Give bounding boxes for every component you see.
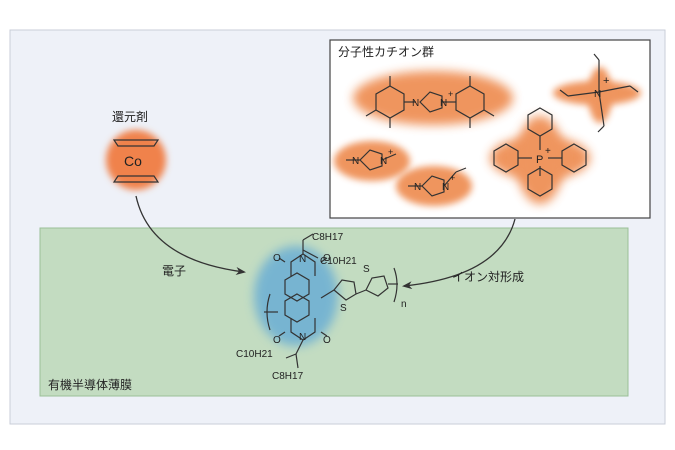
svg-text:C10H21: C10H21 [236,349,273,360]
electron-arrow [135,195,246,275]
reductant-cobaltocene: 還元剤 Co [106,109,166,190]
polymer-structure [264,233,398,369]
imidazolium-mesityl-glow [353,71,513,125]
thiophene-1 [333,279,357,301]
ndi-glow [254,246,338,346]
cobalt-atom: Co [124,153,142,169]
svg-text:n: n [401,299,407,310]
svg-text:C10H21: C10H21 [320,256,357,267]
svg-text:N: N [380,156,387,167]
phenyl-right [561,143,587,173]
thiophene-2 [365,275,389,297]
cation-atom-labels: N N + N + N N + N N + P + [352,75,609,193]
svg-text:+: + [388,147,393,157]
svg-text:O: O [323,253,331,264]
cation-group-title: 分子性カチオン群 [338,45,434,59]
svg-text:C8H17: C8H17 [272,371,304,382]
svg-text:O: O [273,253,281,264]
svg-text:+: + [603,75,609,87]
svg-text:N: N [299,254,306,265]
svg-text:N: N [594,89,601,100]
film-label: 有機半導体薄膜 [48,377,132,392]
svg-text:N: N [440,98,447,109]
svg-text:N: N [442,182,449,193]
svg-text:P: P [536,154,543,166]
svg-text:S: S [363,264,370,275]
ion-pair-arrow [402,218,516,290]
svg-text:S: S [340,303,347,314]
svg-text:+: + [545,146,551,157]
svg-text:N: N [352,156,359,167]
polymer-labels: N N O O O O S S n C8H17 C10H21 C10H21 C8… [236,232,407,382]
ethylmethylimidazolium-glow [396,166,472,206]
phenyl-left [493,143,519,173]
electron-label: 電子 [162,264,186,278]
ion-pair-label: イオン対形成 [452,270,524,284]
svg-text:N: N [299,332,306,343]
reductant-label: 還元剤 [112,109,148,124]
svg-text:+: + [450,173,455,183]
dimethylimidazolium-glow [334,141,410,181]
svg-text:O: O [273,335,281,346]
phenyl-bottom [527,167,553,197]
svg-text:+: + [448,89,453,99]
cation-glows [334,67,641,206]
cation-group-box [329,39,651,219]
svg-text:C8H17: C8H17 [312,232,344,243]
cation-structures [346,53,639,197]
svg-text:N: N [412,98,419,109]
svg-text:N: N [414,182,421,193]
svg-text:O: O [323,335,331,346]
